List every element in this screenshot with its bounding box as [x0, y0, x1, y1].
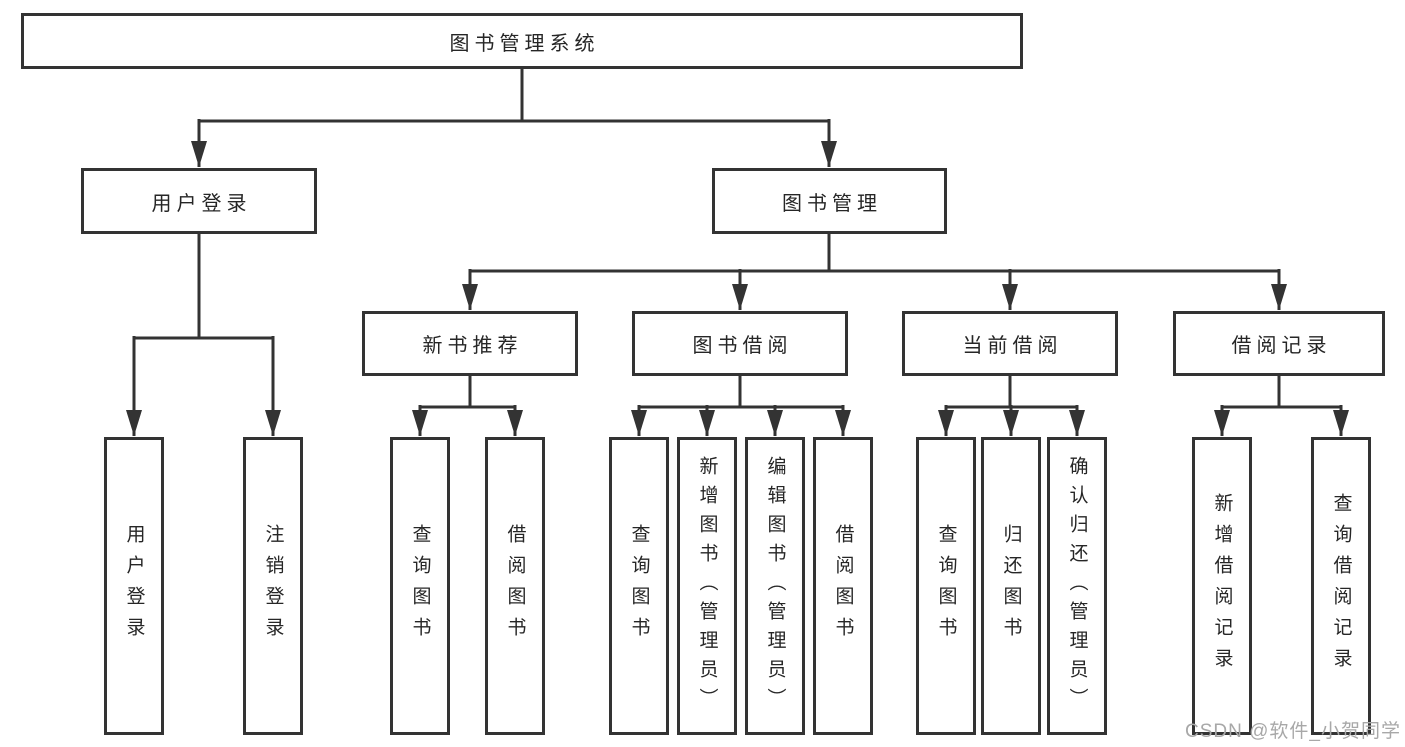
leaf-br-query-borrow-record-label: 查询借阅记录: [1330, 493, 1352, 679]
node-book-management: 图书管理: [712, 168, 947, 234]
node-root-label: 图书管理系统: [449, 32, 600, 55]
node-root: 图书管理系统: [21, 13, 1023, 69]
node-book-borrow-label: 图书借阅: [692, 335, 793, 357]
leaf-bb-borrow-books: 借阅图书: [813, 437, 873, 735]
leaf-bb-add-books-admin-label: 新增图书（管理员）: [696, 455, 718, 717]
node-book-management-label: 图书管理: [782, 192, 882, 215]
node-current-borrow: 当前借阅: [902, 311, 1118, 376]
leaf-nb-borrow-books: 借阅图书: [485, 437, 545, 735]
node-current-borrow-label: 当前借阅: [962, 335, 1063, 357]
leaf-user-login-label: 用户登录: [123, 524, 145, 648]
leaf-bb-edit-books-admin: 编辑图书（管理员）: [745, 437, 805, 735]
node-new-book-recommend: 新书推荐: [362, 311, 578, 376]
leaf-cb-query-books-label: 查询图书: [935, 524, 957, 648]
leaf-logout-login: 注销登录: [243, 437, 303, 735]
csdn-watermark: CSDN @软件_小贺同学: [1185, 721, 1401, 742]
leaf-nb-query-books-label: 查询图书: [409, 524, 431, 648]
leaf-cb-return-books-label: 归还图书: [1000, 524, 1022, 648]
node-new-book-recommend-label: 新书推荐: [422, 335, 523, 357]
leaf-nb-query-books: 查询图书: [390, 437, 450, 735]
leaf-br-add-borrow-record-label: 新增借阅记录: [1211, 493, 1233, 679]
leaf-bb-query-books-label: 查询图书: [628, 524, 650, 648]
leaf-nb-borrow-books-label: 借阅图书: [504, 524, 526, 648]
leaf-br-add-borrow-record: 新增借阅记录: [1192, 437, 1252, 735]
leaf-cb-query-books: 查询图书: [916, 437, 976, 735]
leaf-cb-confirm-return-admin-label: 确认归还（管理员）: [1066, 455, 1088, 717]
node-borrow-records-label: 借阅记录: [1231, 335, 1332, 357]
leaf-cb-confirm-return-admin: 确认归还（管理员）: [1047, 437, 1107, 735]
leaf-logout-login-label: 注销登录: [262, 524, 284, 648]
leaf-br-query-borrow-record: 查询借阅记录: [1311, 437, 1371, 735]
leaf-bb-borrow-books-label: 借阅图书: [832, 524, 854, 648]
leaf-bb-query-books: 查询图书: [609, 437, 669, 735]
node-user-login-label: 用户登录: [151, 192, 252, 215]
leaf-user-login: 用户登录: [104, 437, 164, 735]
leaf-bb-edit-books-admin-label: 编辑图书（管理员）: [764, 455, 786, 717]
leaf-bb-add-books-admin: 新增图书（管理员）: [677, 437, 737, 735]
node-borrow-records: 借阅记录: [1173, 311, 1385, 376]
node-user-login: 用户登录: [81, 168, 317, 234]
node-book-borrow: 图书借阅: [632, 311, 848, 376]
leaf-cb-return-books: 归还图书: [981, 437, 1041, 735]
